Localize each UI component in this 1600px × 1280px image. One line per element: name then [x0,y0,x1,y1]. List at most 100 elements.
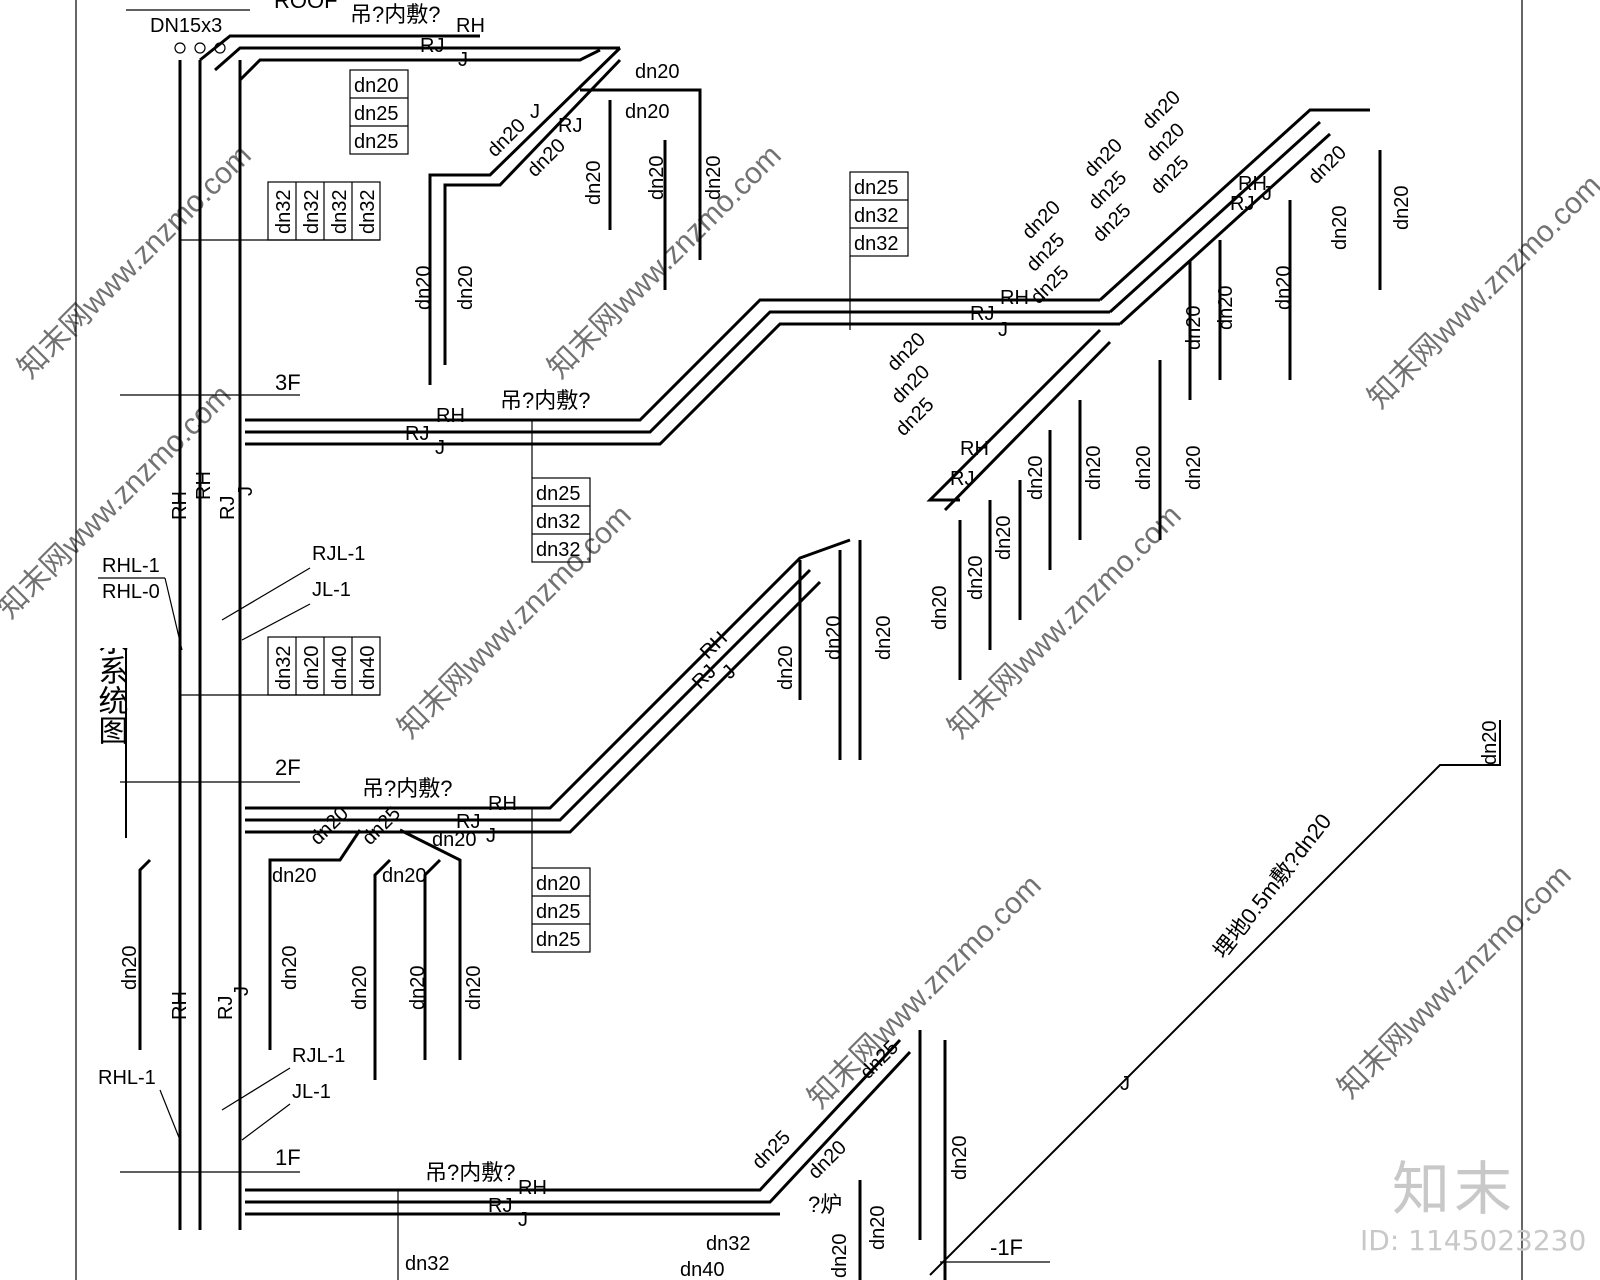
mount-note-2f: 吊?内敷? [362,776,452,801]
dn-label: dn20 [301,646,323,691]
code-1f-rj: RJ [488,1195,512,1217]
dn-label: dn20 [1183,446,1205,491]
pipe-2f-sub [423,858,442,1060]
dn-label: dn20 [823,616,845,661]
mount-note-3f: 吊?内敷? [500,388,590,413]
pipe-3f-main-diag [1118,132,1332,326]
dn-label: dn32 [536,539,581,561]
valves-label: DN15x3 [150,15,222,37]
dn-label: dn20 [1133,446,1155,491]
riser-rhl1-lower: RHL-1 [98,1067,156,1089]
roof-rh: RH [456,15,485,37]
pipe-3f-main-diag [1108,120,1322,314]
size-table-box [849,171,909,257]
dn-label: dn20 [1083,446,1105,491]
dn-label: dn20 [483,115,530,162]
pipe-2f-sub [268,829,362,1050]
branch-2f: 2F 吊?内敷? RH RJ J RH RJ J dn20 dn20 dn20 … [119,538,895,1080]
size-table-box [349,69,409,155]
code-j-diag: J [1262,183,1272,205]
roof-j: J [458,49,468,71]
dn-label: dn20 [929,586,951,631]
dn-label: dn20 [873,616,895,661]
branch-1f: 1F 吊?内敷? RH RJ J ?炉 dn32 dn32 dn40 dn25 … [120,1030,971,1280]
dn-label: dn20 [804,1137,851,1184]
dn-label: dn32 [854,205,899,227]
pipe-2f-rj [245,568,812,822]
dn-label: dn20 [1391,186,1413,231]
diag-table: dn20 dn20 dn25 [883,329,939,441]
main-risers: RH RJ J [174,15,620,1230]
dn-label: dn20 [349,966,371,1011]
roof-branch-pipe [428,46,622,385]
size-table-box [531,477,591,563]
dn-label: dn32 [273,190,295,235]
buried-code-j: J [1120,1073,1130,1095]
branch-3f: 3F 吊?内敷? RH RJ J RH RJ J dn25 dn32 dn32 … [120,171,1120,563]
watermark: 知末网www.znzmo.com [942,499,1188,745]
floor-label-b1: -1F [990,1235,1023,1260]
code-2f-rh: RH [488,793,517,815]
floor-label-3f: 3F [275,370,301,395]
code-rh-diag: RH [1238,173,1267,195]
dn-label: dn25 [358,803,405,850]
dn-label: dn20 [1273,266,1295,311]
riser-code-j: J [231,986,253,996]
leader [241,603,311,641]
dn-label: dn25 [748,1127,795,1174]
riser-labels-lower: RH RJ J RHL-1 RJL-1 JL-1 [98,986,345,1141]
leader [241,1103,291,1141]
pipe-1f-rh [245,1038,902,1192]
size-table-riser-upper: dn32 dn32 dn32 dn32 [180,181,381,241]
dn-label: dn20 [965,556,987,601]
pipe-1f-rj [245,1050,912,1204]
size-table-roof: dn20 dn25 dn25 [349,69,409,155]
riser-rjl1: RJL-1 [312,543,365,565]
code-3f-j: J [435,437,445,459]
riser-code-rh: RH [169,991,191,1020]
dn-label: dn20 [703,156,725,201]
dn-label: dn32 [854,233,899,255]
leader [221,567,311,621]
dn-label: dn32 [329,190,351,235]
brand-id: ID: 1145023230 [1360,1224,1587,1257]
riser-rhl1: RHL-1 [102,555,160,577]
dn-label: dn20 [279,946,301,991]
riser-labels: RH RH RJ J RHL-1 RHL-0 RJL-1 JL-1 dn32 d… [98,471,381,696]
dn-label: dn40 [329,646,351,691]
pipe-3f-main-diag [1098,108,1370,302]
dn-label: dn32 [536,511,581,533]
valve-marker [214,42,226,54]
code-2f-rj: RJ [456,811,480,833]
dn-label: dn20 [646,156,668,201]
watermark: 知末网www.znzmo.com [12,139,258,385]
dn-label: dn40 [680,1259,725,1280]
dn-label: dn32 [405,1253,450,1275]
code-1f-j: J [518,1209,528,1231]
size-table-box [531,867,591,953]
dn-label: dn20 [272,865,317,887]
dn-label: dn20 [1183,306,1205,351]
buried-note: 埋地0.5m敷?dn20 [1208,809,1336,963]
fixtures-3f-right: RH RJ J RH RJ dn20 dn20 dn20 dn20 dn20 d… [883,87,1413,680]
dn-label: dn20 [1329,206,1351,251]
stove-note: ?炉 [808,1192,842,1217]
dn-label: dn20 [1025,456,1047,501]
pipe-3f-rh [245,298,1100,422]
pipe-2f-sub [373,858,392,1080]
riser-rjl1-lower: RJL-1 [292,1045,345,1067]
roof-branch: dn20 dn20 dn20 dn20 dn20 dn20 dn20 dn20 … [413,46,725,385]
dn-label: dn20 [463,966,485,1011]
code-rh-lower: RH [960,438,989,460]
riser-jl1-lower: JL-1 [292,1081,331,1103]
code-2f-j: J [486,825,496,847]
pipe-3f-j [245,322,1120,446]
dn-label: dn20 [407,966,429,1011]
floor-label-1f: 1F [275,1145,301,1170]
dn-label: dn20 [993,516,1015,561]
dn-label: dn20 [583,161,605,206]
riser-top-rj [214,46,620,72]
pipe-3f-lower [926,328,1102,502]
code-1f-rh: RH [518,1177,547,1199]
